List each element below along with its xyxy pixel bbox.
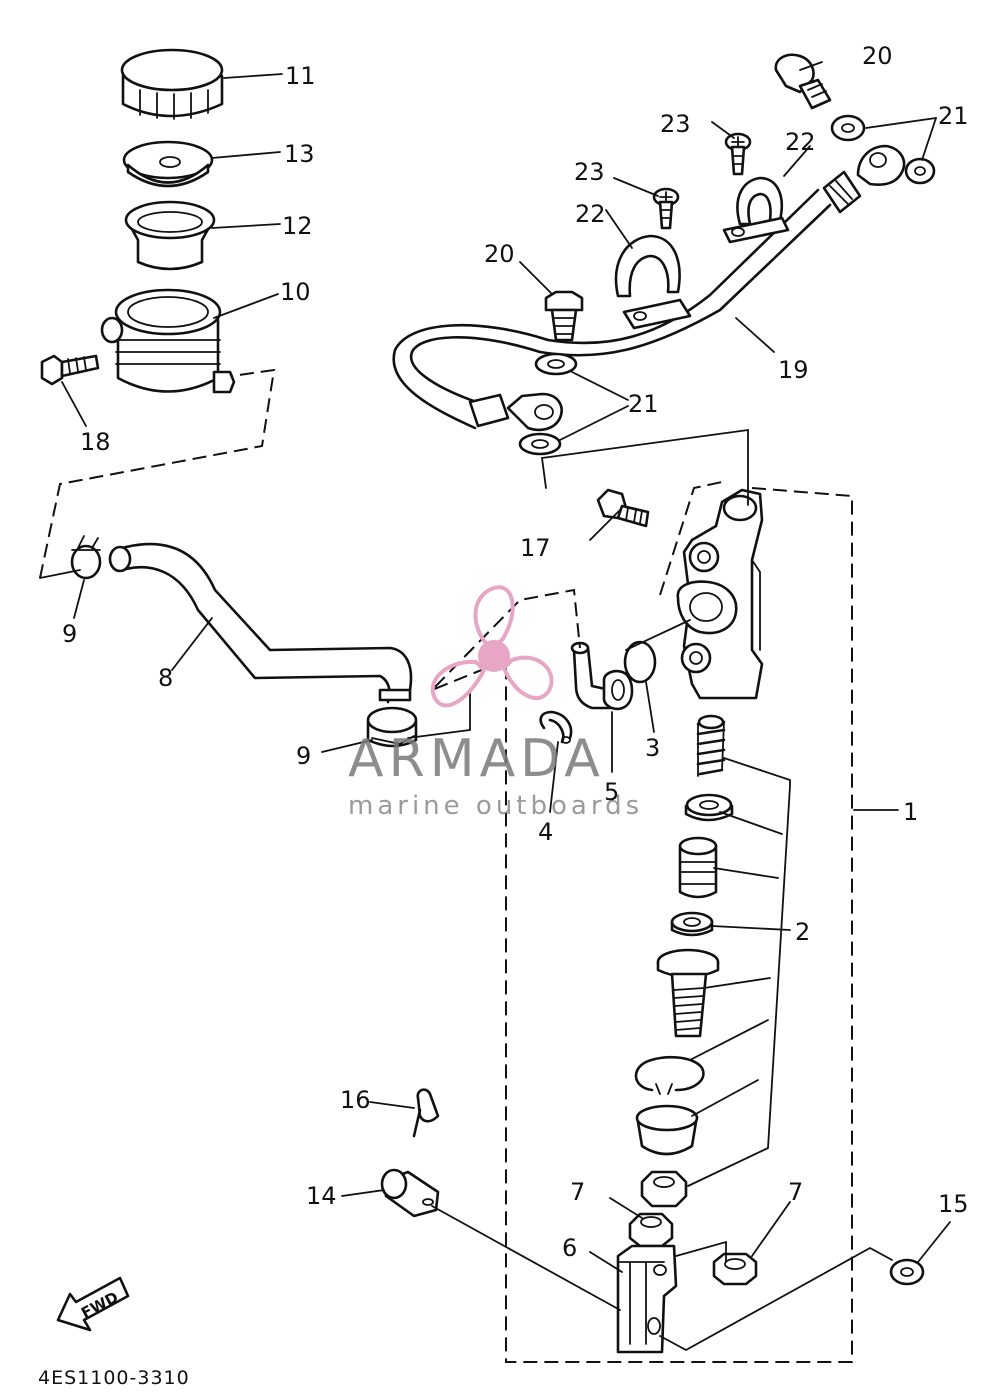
copper-washer-21-a: [534, 352, 578, 376]
callout-13: 13: [284, 140, 315, 168]
callout-19: 19: [778, 356, 809, 384]
spring: [696, 714, 726, 777]
union-bolt-20-lower: [544, 290, 584, 342]
callout-9-lower: 9: [296, 742, 311, 770]
fwd-arrow-icon: FWD: [56, 1276, 130, 1332]
hose-guide-22-right: [722, 176, 790, 244]
phantom-lines: [431, 1205, 893, 1352]
diaphragm-plate-13: [122, 140, 214, 188]
propeller-hub: [478, 640, 510, 672]
callout-8: 8: [158, 664, 173, 692]
assembly-outlines: [39, 368, 853, 1363]
boot: [635, 1104, 699, 1156]
callout-22-right: 22: [785, 128, 816, 156]
secondary-cup: [670, 911, 714, 937]
master-cylinder-body: [676, 488, 764, 700]
primary-cup: [684, 793, 734, 822]
callout-10: 10: [280, 278, 311, 306]
armada-logo: ARMADA marine outboards: [348, 585, 643, 821]
callout-9-upper: 9: [62, 620, 77, 648]
callout-2: 2: [795, 918, 810, 946]
bolt-18: [40, 354, 100, 386]
callout-7-left: 7: [570, 1178, 585, 1206]
hose-clamp-9-upper: [70, 535, 102, 580]
propeller-icon: [430, 585, 554, 708]
copper-washer-21-d: [904, 157, 936, 185]
push-rod: [656, 948, 720, 1038]
callout-3: 3: [645, 734, 660, 762]
clevis-6: [616, 1244, 678, 1354]
piston-kit-bracket: [687, 757, 791, 1187]
callout-16: 16: [340, 1086, 371, 1114]
callout-7-right: 7: [788, 1178, 803, 1206]
brake-hose-19: [392, 144, 906, 432]
callout-12: 12: [282, 212, 313, 240]
callout-18: 18: [80, 428, 111, 456]
bolt-17: [596, 488, 650, 528]
locknut-7-a: [628, 1212, 674, 1248]
hose-clamp-9-lower: [366, 706, 418, 748]
watermark-brand: ARMADA: [348, 729, 605, 789]
diagram-code: 4ES1100-3310: [38, 1367, 190, 1389]
callout-4: 4: [538, 818, 553, 846]
callout-17: 17: [520, 534, 551, 562]
callout-23-right: 23: [660, 110, 691, 138]
washer-15: [889, 1258, 925, 1286]
callout-11: 11: [285, 62, 316, 90]
reservoir-cap-11: [120, 48, 224, 120]
locknut-7-b: [712, 1252, 758, 1286]
callout-numbers: 1 2 3 4 5 6 7 7 8 9 9 10 11 12 13 14 15 …: [62, 42, 969, 1262]
callout-21-upper: 21: [938, 102, 969, 130]
copper-washer-21-b: [518, 432, 562, 456]
callout-23-left: 23: [574, 158, 605, 186]
screw-23-left: [652, 187, 680, 230]
callout-20-upper: 20: [862, 42, 893, 70]
callout-15: 15: [938, 1190, 969, 1218]
callout-1: 1: [903, 798, 918, 826]
callout-20-lower: 20: [484, 240, 515, 268]
leader-lines: [61, 61, 951, 1273]
circlip-4: [539, 710, 573, 744]
piston: [678, 836, 718, 899]
snap-ring: [634, 1055, 705, 1095]
diaphragm-12: [124, 200, 216, 271]
callout-21-lower: 21: [628, 390, 659, 418]
reservoir-hose-8: [108, 542, 413, 704]
watermark-tagline: marine outboards: [348, 791, 643, 821]
cotter-pin-16: [412, 1088, 440, 1138]
screw-23-right: [724, 132, 752, 176]
union-bolt-20-upper: [774, 53, 832, 110]
clevis-pin-14: [380, 1168, 440, 1218]
o-ring-3: [623, 640, 657, 684]
hose-guide-22-left: [614, 234, 692, 330]
copper-washer-21-c: [830, 114, 866, 142]
callout-14: 14: [306, 1182, 337, 1210]
reservoir-tank-10: [100, 288, 236, 394]
callout-5: 5: [604, 778, 619, 806]
hose-joint-5: [570, 641, 634, 711]
nut-lower: [640, 1170, 688, 1208]
callout-6: 6: [562, 1234, 577, 1262]
callout-22-left: 22: [575, 200, 606, 228]
